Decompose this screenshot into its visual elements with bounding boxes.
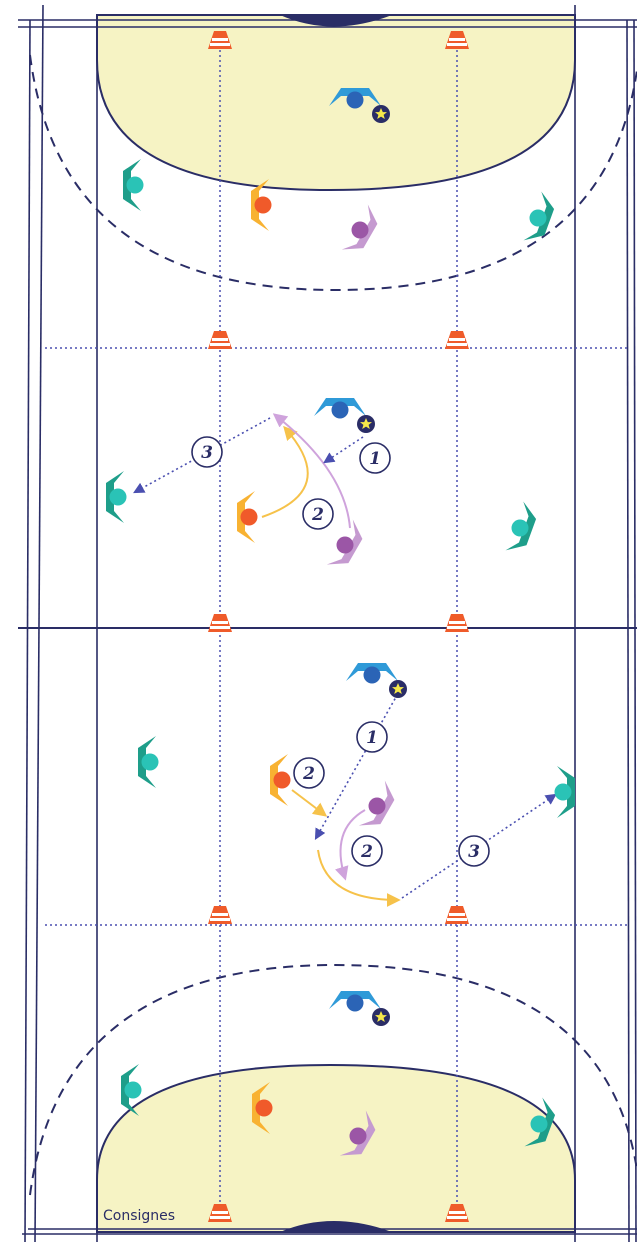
player-icon bbox=[252, 1082, 273, 1134]
lower-orange-run-2 bbox=[317, 849, 401, 907]
player-icon bbox=[339, 1110, 376, 1156]
player-icon bbox=[106, 471, 127, 523]
cone-icon bbox=[208, 1204, 232, 1222]
consignes-label: Consignes bbox=[103, 1208, 175, 1224]
ball-star-icon bbox=[357, 415, 375, 433]
cone-icon bbox=[445, 614, 469, 632]
step-number-label: 3 bbox=[468, 842, 480, 862]
cone-icon bbox=[208, 614, 232, 632]
player-icon bbox=[123, 159, 144, 211]
cone-icon bbox=[208, 906, 232, 924]
step-number-label: 1 bbox=[366, 728, 378, 748]
step-number-icon: 2 bbox=[293, 757, 325, 789]
top-free-throw-line bbox=[29, 54, 637, 292]
player-icon bbox=[329, 88, 390, 123]
player-icon bbox=[358, 780, 395, 826]
cone-icon bbox=[445, 31, 469, 49]
upper-orange-run bbox=[261, 425, 309, 518]
top-goal-area bbox=[96, 14, 576, 192]
step-number-label: 2 bbox=[360, 842, 373, 862]
step-number-icon: 3 bbox=[191, 436, 223, 468]
upper-pass-1 bbox=[323, 436, 364, 464]
cone-icon bbox=[208, 331, 232, 349]
top-goal bbox=[280, 15, 392, 27]
court-outline bbox=[18, 4, 637, 1242]
cone-icon bbox=[208, 31, 232, 49]
ball-star-icon bbox=[389, 680, 407, 698]
passes bbox=[133, 417, 557, 899]
player-icon bbox=[524, 1097, 556, 1147]
bottom-goal-area bbox=[96, 1063, 576, 1233]
ball-star-icon bbox=[372, 105, 390, 123]
player-icon bbox=[326, 519, 363, 565]
cone-icon bbox=[445, 906, 469, 924]
cone-icon bbox=[445, 1204, 469, 1222]
player-icon bbox=[237, 491, 258, 543]
lower-pass-1 bbox=[314, 689, 401, 840]
step-number-label: 3 bbox=[201, 443, 213, 463]
step-number-icon: 2 bbox=[302, 498, 334, 530]
bottom-free-throw-line bbox=[29, 963, 637, 1196]
player-icon bbox=[346, 663, 407, 698]
lower-orange-run-1 bbox=[291, 789, 328, 817]
player-icon bbox=[314, 398, 375, 433]
player-icon bbox=[523, 191, 555, 241]
lower-pass-3 bbox=[401, 793, 557, 899]
bottom-goal bbox=[280, 1221, 392, 1232]
player-icon bbox=[121, 1064, 142, 1116]
player-icon bbox=[554, 766, 575, 818]
player-icon bbox=[341, 204, 378, 250]
step-number-icon: 2 bbox=[351, 835, 383, 867]
cone-icon bbox=[445, 331, 469, 349]
player-icon bbox=[329, 991, 390, 1026]
movement-runs bbox=[261, 413, 401, 907]
upper-purple-run bbox=[272, 413, 351, 529]
step-number-icon: 1 bbox=[356, 721, 388, 753]
player-icon bbox=[270, 754, 291, 806]
lower-purple-run bbox=[334, 809, 366, 881]
step-number-icon: 3 bbox=[458, 835, 490, 867]
step-number-label: 2 bbox=[311, 505, 324, 525]
ball-star-icon bbox=[372, 1008, 390, 1026]
player-icon bbox=[251, 179, 272, 231]
step-number-label: 2 bbox=[302, 764, 315, 784]
player-icon bbox=[505, 501, 537, 551]
step-number-label: 1 bbox=[369, 449, 381, 469]
player-icon bbox=[138, 736, 159, 788]
step-number-icon: 1 bbox=[359, 442, 391, 474]
